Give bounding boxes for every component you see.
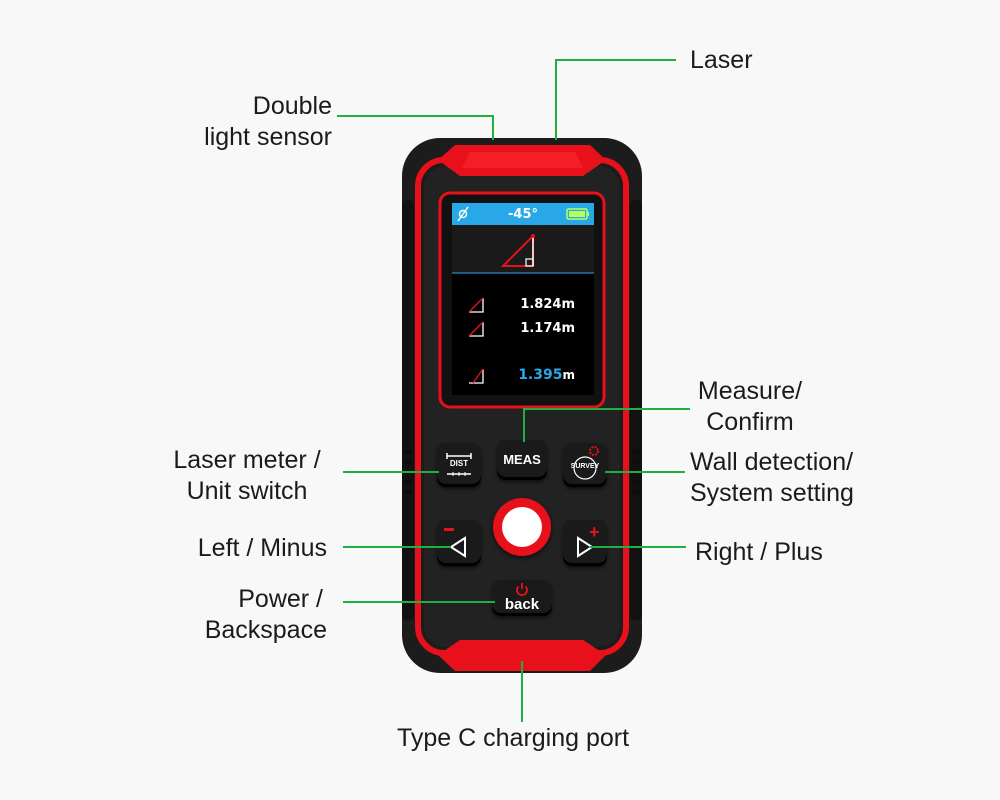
meas-button[interactable]: MEAS [497,440,547,480]
reading-3: 1.395m [505,367,575,383]
gear-icon [573,446,599,480]
plus-icon: + [589,522,600,542]
label-wall-detection: Wall detection/ System setting [690,448,854,507]
ruler-icon [446,453,472,476]
dist-button[interactable]: DIST [437,443,481,487]
row-icon-3 [469,368,484,384]
row-icon-2 [468,321,484,337]
left-button[interactable] [437,520,481,566]
survey-button[interactable]: SURVEY [563,443,607,487]
label-double-light-sensor: Double light sensor [204,92,332,151]
reading-1-value: 1.824 [520,297,562,312]
angle-readout: -45° [508,207,538,222]
label-left-minus: Left / Minus [197,534,327,562]
survey-label: SURVEY [570,463,600,470]
status-bar [452,203,594,225]
label-right-plus: Right / Plus [695,538,823,566]
meas-label: MEAS [503,452,541,467]
reading-3-unit: m [562,368,575,382]
label-power-backspace: Power / Backspace [204,585,327,644]
battery-icon [566,208,589,220]
row-icon-1 [468,297,484,313]
right-arrow-icon [577,536,594,558]
center-button[interactable] [493,498,551,556]
bottom-cap [438,640,606,671]
dist-label: DIST [449,459,469,468]
left-arrow-icon [449,536,466,558]
label-laser-meter-unit: Laser meter / Unit switch [173,446,321,505]
right-button[interactable]: + [563,520,607,566]
back-button[interactable]: back [492,580,552,616]
right-grip [630,200,642,620]
reading-1: 1.824m [505,297,575,312]
label-laser: Laser [690,46,753,74]
label-measure-confirm: Measure/ Confirm [697,377,803,436]
minus-icon [444,528,454,531]
triangle-diagram-icon [500,233,535,267]
reading-2: 1.174m [505,321,575,336]
reading-2-unit: m [561,321,575,336]
reading-3-value: 1.395 [518,367,563,383]
power-icon [516,583,528,596]
left-grip [402,200,414,620]
back-label: back [504,596,540,613]
reading-2-value: 1.174 [520,321,562,336]
tilt-icon [457,206,469,222]
label-type-c: Type C charging port [397,724,630,752]
center-button-face [502,507,542,547]
reading-1-unit: m [561,297,575,312]
